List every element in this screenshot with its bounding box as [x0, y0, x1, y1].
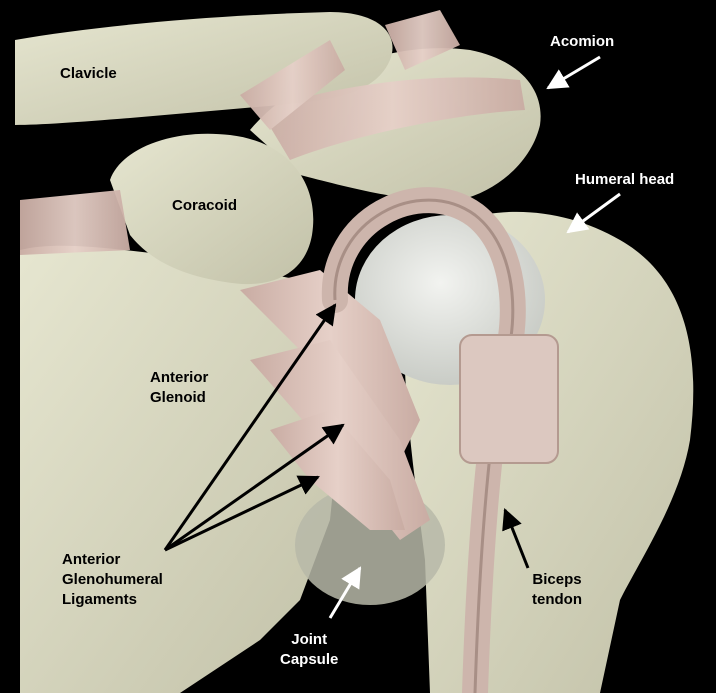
label-agl-line2: Glenohumeral	[62, 570, 163, 590]
label-anterior-glenoid-line2: Glenoid	[150, 388, 208, 408]
label-biceps-tendon-line2: tendon	[532, 590, 582, 610]
label-agl-line1: Anterior	[62, 550, 163, 570]
label-joint-capsule-line1: Joint	[280, 630, 338, 650]
label-anterior-glenoid-line1: Anterior	[150, 368, 208, 388]
label-biceps-tendon: Biceps tendon	[532, 570, 582, 610]
label-clavicle: Clavicle	[60, 64, 117, 84]
label-anterior-glenohumeral-ligaments: Anterior Glenohumeral Ligaments	[62, 550, 163, 610]
label-humeral-head: Humeral head	[575, 170, 674, 190]
label-anterior-glenoid: Anterior Glenoid	[150, 368, 208, 408]
label-joint-capsule: Joint Capsule	[280, 630, 338, 670]
label-joint-capsule-line2: Capsule	[280, 650, 338, 670]
label-coracoid: Coracoid	[172, 196, 237, 216]
label-acomion: Acomion	[550, 32, 614, 52]
label-biceps-tendon-line1: Biceps	[532, 570, 582, 590]
transverse-ligament	[460, 335, 558, 463]
label-agl-line3: Ligaments	[62, 590, 163, 610]
